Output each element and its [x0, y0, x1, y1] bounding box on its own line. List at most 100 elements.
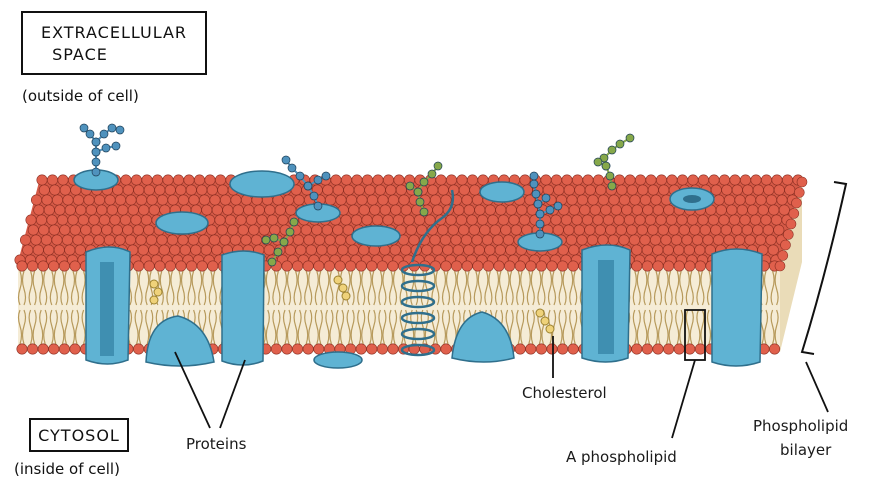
fatty-acid-tail: [647, 309, 652, 345]
phospholipid-head: [235, 214, 247, 226]
phospholipid-head: [196, 184, 208, 196]
fatty-acid-tail: [70, 270, 76, 306]
phospholipid-head: [277, 214, 289, 226]
sugar-unit: [267, 257, 277, 267]
phospholipid-head: [302, 260, 314, 272]
phospholipid-head: [440, 260, 452, 272]
phospholipid-head: [573, 224, 585, 236]
phospholipid-head: [366, 343, 378, 355]
phospholipid-head: [519, 174, 531, 186]
phospholipid-head: [120, 214, 132, 226]
phospholipid-head: [510, 224, 522, 236]
fatty-acid-tail: [335, 309, 341, 345]
phospholipid-head: [413, 214, 425, 226]
phospholipid-head: [762, 224, 774, 236]
phospholipid-head: [734, 194, 746, 206]
phospholipid-head: [369, 204, 381, 216]
phospholipid-head: [322, 184, 334, 196]
phospholipid-head: [608, 194, 620, 206]
phospholipid-head: [535, 343, 547, 355]
extracellular-box: [21, 11, 207, 75]
cholesterol-label: Cholesterol: [522, 384, 607, 402]
phospholipid-head: [200, 244, 212, 256]
phospholipid-head: [340, 214, 352, 226]
phospholipid-head: [597, 234, 609, 246]
fatty-acid-tail: [562, 270, 567, 306]
phospholipid-head: [749, 214, 761, 226]
surface-protein: [351, 225, 401, 247]
phospholipid-head: [641, 244, 653, 256]
phospholipid-head: [173, 174, 185, 186]
sugar-unit: [533, 199, 543, 209]
phospholipid-head: [713, 194, 725, 206]
phospholipid-head: [183, 174, 195, 186]
phospholipid-head: [579, 204, 591, 216]
fatty-acid-tail: [573, 309, 578, 345]
fatty-acid-tail: [632, 309, 637, 345]
phospholipid-head: [37, 260, 49, 272]
membrane-front-face: [18, 262, 780, 352]
phospholipid-head: [214, 214, 226, 226]
phospholipid-head: [550, 214, 562, 226]
phospholipid-head: [566, 194, 578, 206]
phospholipid-head: [729, 174, 741, 186]
phospholipid-head: [718, 174, 730, 186]
fatty-acid-tail: [208, 309, 213, 345]
fatty-acid-tail: [282, 309, 288, 345]
phospholipid-head: [152, 174, 164, 186]
phospholipid-head: [476, 214, 488, 226]
surface-protein: [479, 181, 525, 203]
phospholipid-head: [784, 184, 796, 196]
fatty-acid-tail: [272, 309, 277, 345]
cholesterol-ring: [149, 295, 159, 305]
phospholipid-head: [460, 234, 472, 246]
phospholipid-head: [358, 244, 370, 256]
sugar-unit: [269, 233, 279, 243]
phospholipid-head: [67, 214, 79, 226]
fatty-acid-tail: [382, 309, 387, 345]
phospholipid-head: [343, 184, 355, 196]
fatty-acid-tail: [339, 309, 345, 345]
transmembrane-protein: [221, 250, 265, 366]
cholesterol-ring: [149, 279, 159, 289]
cholesterol-ring: [540, 316, 550, 326]
phospholipid-head: [694, 343, 706, 355]
phospholipid-head: [626, 224, 638, 236]
phospholipid-head: [647, 224, 659, 236]
phospholipid-head: [788, 208, 800, 219]
phospholipid-head: [505, 244, 517, 256]
fatty-acid-tail: [706, 309, 712, 345]
fatty-acid-tail: [643, 270, 648, 306]
phospholipid-head: [535, 260, 547, 272]
phospholipid-head: [74, 244, 86, 256]
phospholipid-head: [237, 224, 249, 236]
phospholipid-head: [230, 194, 242, 206]
fatty-acid-tail: [547, 270, 553, 306]
cholesterol-ring: [338, 283, 348, 293]
phospholipid-head: [38, 184, 50, 196]
fatty-acid-tail: [350, 270, 355, 306]
phospholipid-head: [188, 234, 200, 246]
fatty-acid-tail: [445, 270, 451, 306]
fatty-acid-tail: [636, 270, 641, 306]
phospholipid-head: [101, 224, 113, 236]
fatty-acid-tail: [134, 270, 139, 306]
fatty-acid-tail: [770, 309, 775, 345]
phospholipid-head: [220, 194, 232, 206]
phospholipid-head: [429, 234, 441, 246]
sugar-unit: [303, 181, 313, 191]
phospholipid-head: [445, 174, 457, 186]
phospholipid-head: [439, 234, 451, 246]
phospholipid-head: [311, 224, 323, 236]
phospholipid-head: [571, 214, 583, 226]
cytosol-box: [29, 418, 129, 452]
fatty-acid-tail: [28, 270, 33, 306]
phospholipid-head: [658, 184, 670, 196]
fatty-acid-tail: [498, 270, 504, 306]
fatty-acid-tail: [653, 270, 659, 306]
sugar-unit: [91, 147, 101, 157]
phospholipid-head: [211, 244, 223, 256]
phospholipid-head: [332, 224, 344, 236]
phospholipid-head: [525, 260, 537, 272]
